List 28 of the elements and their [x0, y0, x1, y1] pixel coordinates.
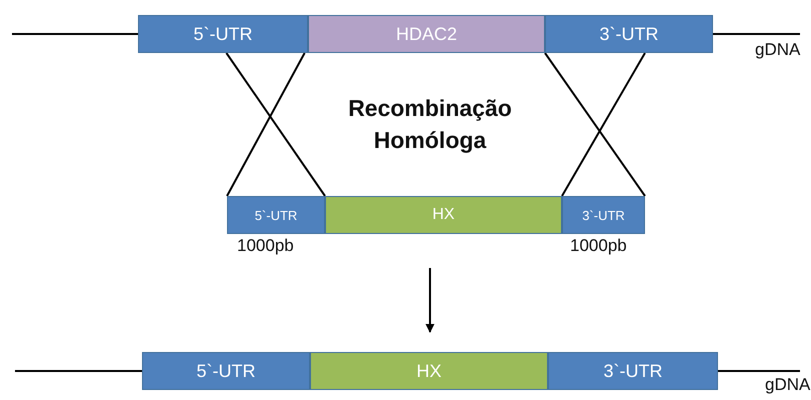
segment-label: 5`-UTR: [196, 360, 256, 382]
utr-segment: [227, 196, 325, 234]
utr-segment: [138, 15, 308, 53]
segment-label: HX: [416, 360, 442, 382]
segment-label: HDAC2: [396, 24, 457, 44]
utr-segment: [545, 15, 713, 53]
segment-label: HX: [432, 206, 455, 224]
utr-segment: [548, 352, 718, 390]
process-title: Recombinação Homóloga: [347, 94, 513, 156]
insert-segment: [325, 196, 562, 234]
length-label: 1000pb: [237, 236, 294, 256]
crossover-line: [226, 52, 306, 196]
segment-label: 3`-UTR: [604, 360, 662, 382]
segment-label: 3`-UTR: [582, 208, 625, 222]
strand-label: gDNA: [765, 375, 810, 395]
segment-label: 3`-UTR: [600, 24, 658, 44]
length-label: 1000pb: [570, 236, 627, 256]
arrow: [426, 268, 434, 333]
utr-segment: [142, 352, 310, 390]
insert-segment: [310, 352, 548, 390]
segment-label: 5`-UTR: [194, 24, 252, 44]
strand-label: gDNA: [755, 40, 800, 60]
crossover-line: [226, 52, 326, 197]
crossover-line: [544, 52, 646, 197]
crossover-line: [561, 52, 646, 196]
segment-label: 5`-UTR: [254, 208, 298, 222]
utr-segment: [562, 196, 645, 234]
gene-segment: [308, 15, 545, 53]
